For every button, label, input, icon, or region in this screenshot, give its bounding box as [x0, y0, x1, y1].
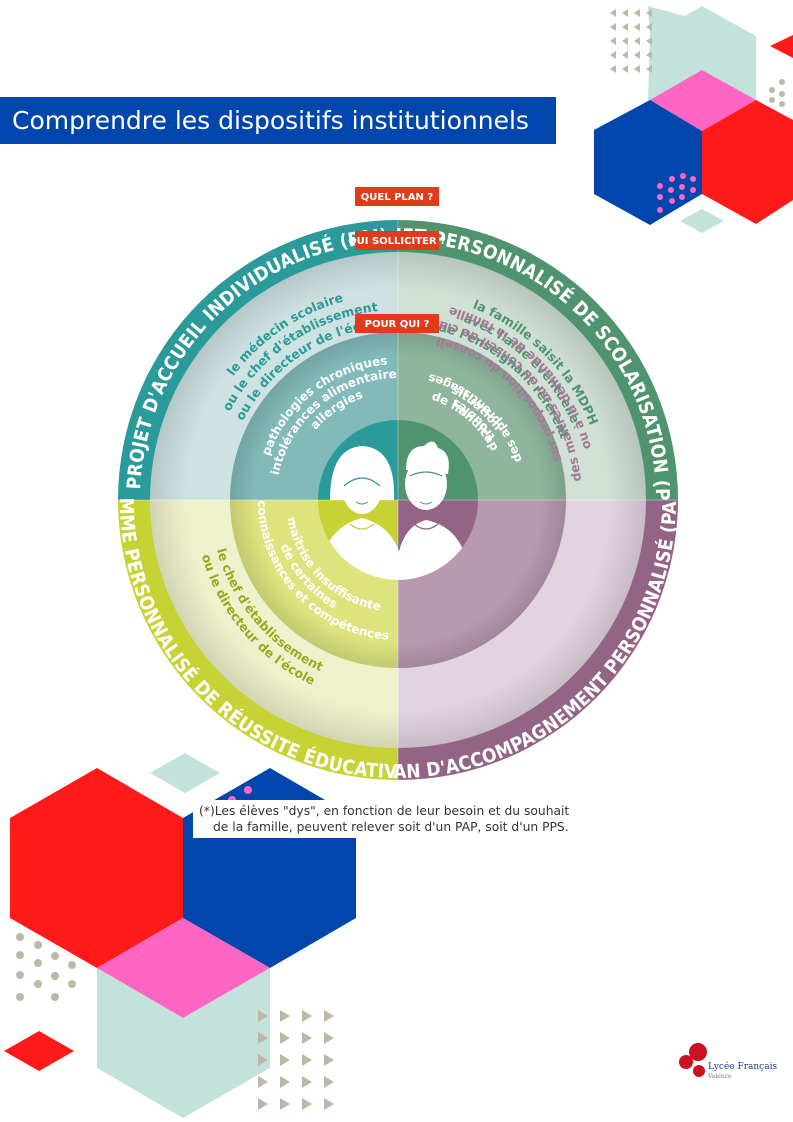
red-triangle — [770, 35, 793, 58]
footnote-line-2: de la famille, peuvent relever soit d'un… — [213, 820, 569, 834]
grey-left-arrows — [610, 9, 652, 73]
mint-diamond — [680, 209, 724, 233]
tag-pour-qui: POUR QUI ? — [355, 314, 439, 333]
footnote-line-1: (*)Les élèves "dys", en fonction de leur… — [199, 804, 570, 818]
grey-right-arrows — [258, 1010, 334, 1110]
blue-hexagon — [594, 100, 702, 225]
svg-text:QUEL PLAN ?: QUEL PLAN ? — [361, 192, 434, 203]
school-city: Valence — [708, 1073, 732, 1080]
red-hexagon — [702, 100, 793, 224]
mint-diamond-2 — [150, 753, 220, 793]
red-diamond — [4, 1031, 74, 1071]
pink-rhombus-2 — [97, 918, 270, 1018]
svg-text:POUR QUI ?: POUR QUI ? — [365, 319, 430, 330]
tag-quel-plan: QUEL PLAN ? — [355, 187, 439, 206]
pink-rhombus — [650, 70, 756, 131]
school-logo-mark — [679, 1043, 707, 1077]
red-hexagon-2 — [10, 768, 183, 968]
school-logo-text: Lycée Français Valence — [708, 1062, 777, 1082]
top-right-hexagons — [594, 6, 793, 233]
svg-text:QUI SOLLICITER ?: QUI SOLLICITER ? — [348, 236, 446, 247]
children-icon — [318, 441, 470, 580]
pink-dots — [657, 173, 696, 213]
grey-dots-right — [769, 79, 785, 107]
grey-dots-left — [16, 933, 76, 1001]
mint-hexagon-2 — [97, 968, 270, 1118]
school-name: Lycée Français — [708, 1062, 778, 1072]
footnote: (*)Les élèves "dys", en fonction de leur… — [193, 800, 615, 838]
page-title: Comprendre les dispositifs institutionne… — [0, 97, 556, 144]
tag-qui-solliciter: QUI SOLLICITER ? — [348, 231, 446, 250]
